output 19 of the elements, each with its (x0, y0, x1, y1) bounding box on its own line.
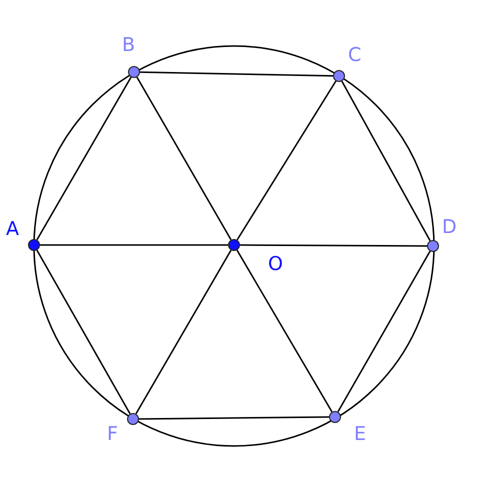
line-segment (240, 244, 427, 247)
line-segment (341, 80, 431, 242)
line-segment (36, 76, 132, 240)
line-segment (236, 80, 336, 240)
point-label: C (348, 46, 362, 65)
line-segment (236, 250, 333, 412)
point-label: B (122, 36, 136, 55)
point-label: F (107, 425, 118, 444)
line-segment (40, 244, 228, 246)
line-segment (135, 250, 232, 414)
point-label: A (6, 220, 19, 239)
point-label: E (354, 425, 366, 444)
line-segment (337, 250, 431, 412)
line-segment (140, 71, 334, 77)
line-segment (36, 250, 131, 414)
line-segment (139, 416, 329, 420)
line-segment (136, 76, 232, 240)
point-label: D (442, 218, 457, 237)
point-label: O (268, 255, 283, 274)
